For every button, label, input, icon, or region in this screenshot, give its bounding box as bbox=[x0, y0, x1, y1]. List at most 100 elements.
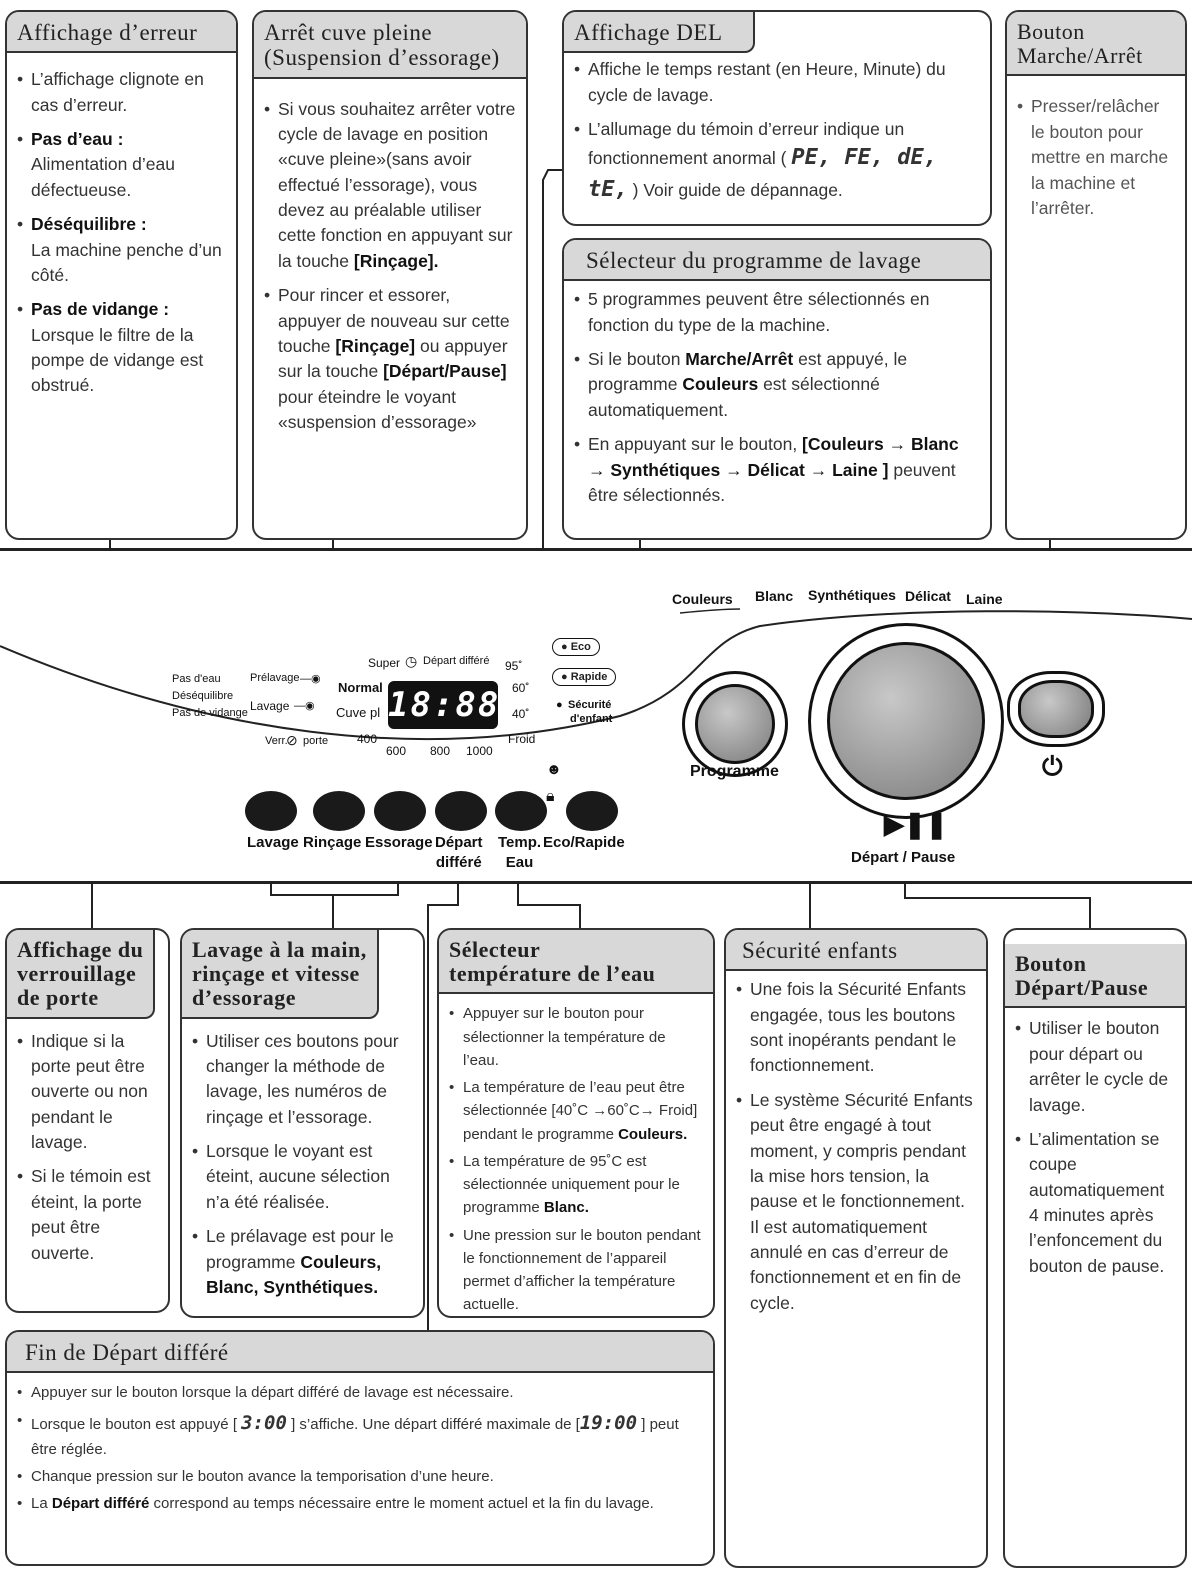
lavage-led: —◉ bbox=[294, 700, 315, 712]
temp-item: Une pression sur le bouton pendant le fo… bbox=[449, 1224, 703, 1316]
child-lock-item: Une fois la Sécurité Enfants engagée, to… bbox=[736, 977, 976, 1079]
error-item: Pas d’eau :Alimentation d’eau défectueus… bbox=[17, 127, 226, 203]
temp-item: La température de l’eau peut être sélect… bbox=[449, 1076, 703, 1146]
temp-item: Appuyer sur le bouton pour sélectionner … bbox=[449, 1002, 703, 1072]
child-lock-box: Sécurité enfants Une fois la Sécurité En… bbox=[724, 928, 988, 1568]
door-lock-box: Affichage du verrouillage de porte Indiq… bbox=[5, 928, 170, 1313]
clock-icon: ◷ bbox=[405, 653, 418, 669]
power-button-box: Bouton Marche/Arrêt Presser/relâcher le … bbox=[1005, 10, 1187, 540]
door-lock-item: Si le témoin est éteint, la porte peut ê… bbox=[17, 1164, 158, 1266]
program-item: 5 programmes peuvent être sélectionnés e… bbox=[574, 287, 980, 338]
child-lock-icon: ☻ bbox=[546, 761, 562, 778]
error-display-box: Affichage d’erreur L’affichage clignote … bbox=[5, 10, 238, 540]
label-lavage-led: Lavage bbox=[250, 699, 290, 713]
speed-400: 400 bbox=[357, 732, 378, 746]
child-lock-led: ● bbox=[556, 699, 563, 711]
program-knob[interactable] bbox=[682, 671, 788, 777]
delay-end-box: Fin de Départ différé Appuyer sur le bou… bbox=[5, 1330, 715, 1566]
label-eco-rapide: Eco/Rapide bbox=[543, 834, 625, 851]
led-display-box: Affichage DEL Affiche le temps restant (… bbox=[562, 10, 992, 226]
wash-rinse-spin-box: Lavage à la main, rinçage et vitesse d’e… bbox=[180, 928, 425, 1318]
error-display-title: Affichage d’erreur bbox=[7, 12, 236, 54]
lock-slash-icon: ⊘ bbox=[286, 732, 298, 748]
water-temp-box: Sélecteur température de l’eau Appuyer s… bbox=[437, 928, 715, 1318]
start-pause-item: L’alimentation se coupe automatiquement4… bbox=[1015, 1127, 1175, 1279]
label-prelavage: Prélavage bbox=[250, 672, 300, 684]
full-tub-stop-title: Arrêt cuve pleine (Suspension d’essorage… bbox=[254, 12, 526, 79]
delay-end-title: Fin de Départ différé bbox=[7, 1332, 713, 1374]
rapide-indicator: ● Rapide bbox=[552, 668, 617, 686]
start-pause-title: Bouton Départ/Pause bbox=[1005, 944, 1185, 1009]
speed-800: 800 bbox=[430, 744, 451, 758]
error-item: Déséquilibre :La machine penche d’un côt… bbox=[17, 212, 226, 288]
label-lavage: Lavage bbox=[247, 834, 299, 851]
lavage-button[interactable] bbox=[245, 791, 297, 831]
speed-1000: 1000 bbox=[466, 744, 493, 758]
led-item: Affiche le temps restant (en Heure, Minu… bbox=[574, 57, 980, 108]
rincage-button[interactable] bbox=[313, 791, 365, 831]
label-depart-differe: Départ différé bbox=[423, 655, 490, 667]
wash-item: Lorsque le voyant est éteint, aucune sél… bbox=[192, 1139, 413, 1215]
program-label-delicat: Délicat bbox=[905, 588, 951, 604]
delay-item: La Départ différé correspond au temps né… bbox=[17, 1492, 703, 1516]
start-pause-dial-center bbox=[827, 642, 985, 800]
panel-curve bbox=[0, 608, 1192, 741]
program-item: En appuyant sur le bouton, [Couleurs → B… bbox=[574, 432, 980, 508]
wash-rinse-spin-title: Lavage à la main, rinçage et vitesse d’e… bbox=[182, 930, 379, 1019]
start-pause-dial[interactable] bbox=[808, 623, 1004, 819]
error-codes: PE, FE, dE, tE, bbox=[588, 145, 938, 203]
label-rincage: Rinçage bbox=[303, 834, 362, 851]
program-label-laine: Laine bbox=[966, 591, 1003, 607]
full-tub-item: Pour rincer et essorer, appuyer de nouve… bbox=[264, 283, 516, 435]
program-item: Si le bouton Marche/Arrêt est appuyé, le… bbox=[574, 347, 980, 423]
delay-item: Lorsque le bouton est appuyé [ 3:00 ] s’… bbox=[17, 1409, 703, 1462]
temp-froid: Froid bbox=[508, 732, 536, 746]
label-pas-de-vidange: Pas de vidange bbox=[172, 707, 248, 719]
program-label-couleurs: Couleurs bbox=[672, 591, 733, 607]
essorage-button[interactable] bbox=[374, 791, 426, 831]
label-cuve: Cuve pl bbox=[336, 705, 381, 720]
label-super: Super bbox=[368, 656, 401, 670]
wash-item: Utiliser ces boutons pour changer la mét… bbox=[192, 1029, 413, 1131]
power-button[interactable] bbox=[1007, 671, 1105, 747]
depart-differe-button[interactable] bbox=[435, 791, 487, 831]
start-pause-item: Utiliser le bouton pour départ ou arrête… bbox=[1015, 1016, 1175, 1118]
delay-item: Chanque pression sur le bouton avance la… bbox=[17, 1465, 703, 1489]
eco-rapide-button[interactable] bbox=[566, 791, 618, 831]
program-knob-center bbox=[695, 684, 775, 764]
label-securite: Sécurité bbox=[568, 699, 612, 711]
label-normal: Normal bbox=[338, 680, 383, 695]
eco-indicator: ● Eco bbox=[552, 638, 600, 656]
start-pause-box: Bouton Départ/Pause Utiliser le bouton p… bbox=[1003, 928, 1187, 1568]
led-item: L’allumage du témoin d’erreur indique un… bbox=[574, 117, 980, 206]
power-button-center bbox=[1018, 680, 1094, 738]
program-selector-title: Sélecteur du programme de lavage bbox=[564, 240, 990, 282]
label-verr: Verr. bbox=[265, 735, 288, 747]
temp-95: 95˚ bbox=[505, 659, 523, 673]
lcd-display: 18:88 bbox=[388, 681, 498, 729]
delay-item: Appuyer sur le bouton lorsque la départ … bbox=[17, 1381, 703, 1405]
label-depart-differe-btn: Départ différé bbox=[435, 834, 483, 872]
prelavage-led: —◉ bbox=[300, 673, 321, 685]
wash-item: Le prélavage est pour le programme Coule… bbox=[192, 1224, 413, 1300]
temp-40: 40˚ bbox=[512, 707, 530, 721]
label-pas-deau: Pas d'eau bbox=[172, 673, 221, 685]
program-label-synthetiques: Synthétiques bbox=[808, 587, 896, 603]
full-tub-stop-box: Arrêt cuve pleine (Suspension d’essorage… bbox=[252, 10, 528, 540]
child-lock-item: Le système Sécurité Enfants peut être en… bbox=[736, 1088, 976, 1316]
code-19-00: 19:00 bbox=[579, 1411, 638, 1434]
control-panel: Couleurs Blanc Synthétiques Délicat Lain… bbox=[0, 548, 1192, 884]
label-essorage: Essorage bbox=[365, 834, 433, 851]
label-denfant: d'enfant bbox=[570, 713, 613, 725]
full-tub-item: Si vous souhaitez arrêter votre cycle de… bbox=[264, 97, 516, 275]
temp-eau-button[interactable] bbox=[495, 791, 547, 831]
label-temp-eau: Temp. Eau bbox=[498, 834, 542, 872]
power-icon: ⏻ bbox=[1042, 751, 1063, 781]
label-desequilibre: Déséquilibre bbox=[172, 690, 234, 702]
padlock-icon: 🔒︎ bbox=[546, 788, 555, 805]
code-3-00: 3:00 bbox=[241, 1411, 287, 1434]
power-button-title: Bouton Marche/Arrêt bbox=[1007, 12, 1185, 77]
label-programme: Programme bbox=[690, 763, 779, 780]
program-label-blanc: Blanc bbox=[755, 588, 794, 604]
label-porte: porte bbox=[303, 735, 329, 747]
